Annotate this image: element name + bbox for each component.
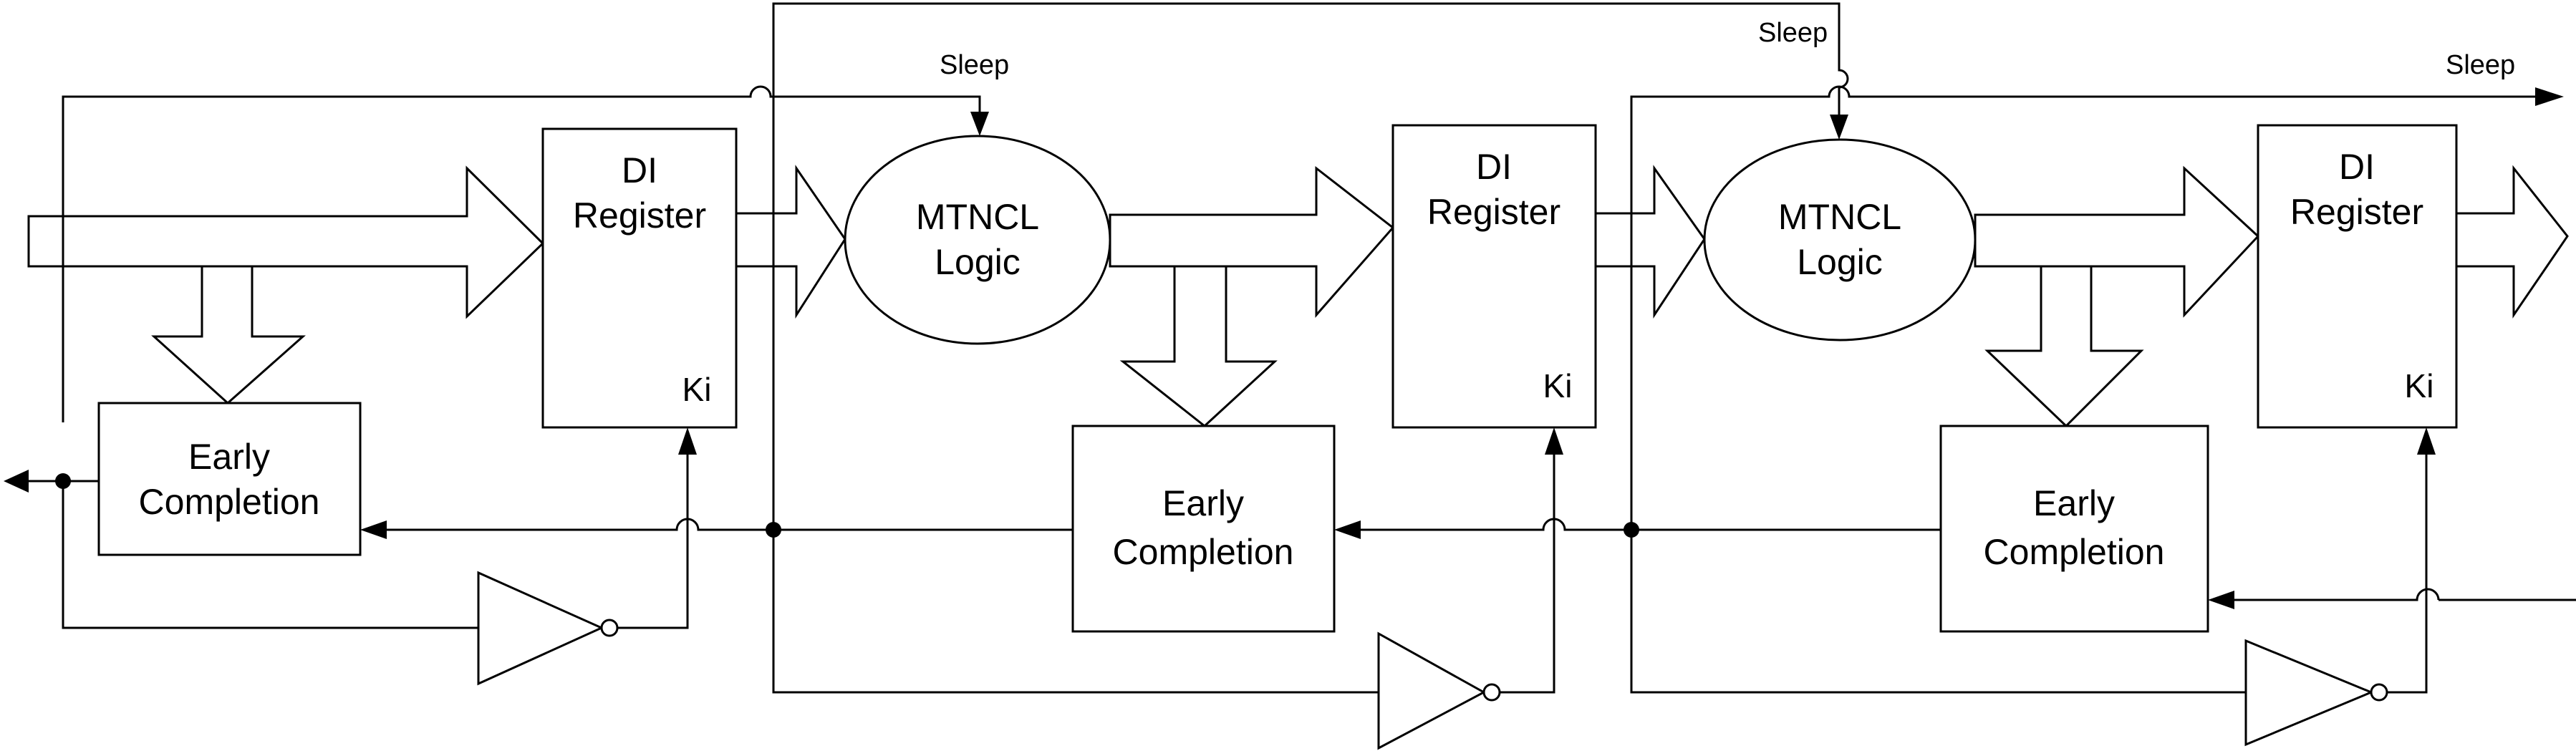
input-bus-arrow <box>27 165 545 319</box>
inverter-3 <box>2244 639 2388 747</box>
logic-label-line1: MTNCL <box>1778 197 1901 237</box>
logic-label-line1: MTNCL <box>916 197 1039 237</box>
bus-tap-completion-3 <box>1984 265 2144 428</box>
logic-label-line2: Logic <box>935 242 1021 282</box>
bus-tap-completion-2 <box>1119 265 1278 427</box>
data-bus-arrows <box>27 165 2569 428</box>
register-label-line2: Register <box>1427 192 1560 232</box>
completion-label-line2: Completion <box>139 482 320 522</box>
register-label-line2: Register <box>573 195 706 236</box>
completion-label-line1: Early <box>1162 483 1244 523</box>
early-completion-2: Early Completion <box>1071 425 1336 633</box>
early-completion-3: Early Completion <box>1939 425 2209 633</box>
inverter-2 <box>1377 631 1501 750</box>
reg2-to-logic2-arrow <box>1594 165 1706 319</box>
register-ki-label: Ki <box>1543 367 1573 404</box>
logic2-to-reg3-arrow <box>1974 165 2260 318</box>
sleep-wires <box>62 2 2564 431</box>
inverter-1 <box>477 571 619 686</box>
register-label-line1: DI <box>622 150 657 190</box>
register-label-line2: Register <box>2290 192 2423 232</box>
junction-dots <box>55 473 1639 538</box>
logic1-to-reg2-arrow <box>1109 165 1395 318</box>
completion-label-line2: Completion <box>1984 532 2165 572</box>
register-ki-label: Ki <box>682 371 712 408</box>
mtncl-logic-2: MTNCL Logic <box>1703 138 1977 341</box>
register-ki-label: Ki <box>2405 367 2434 404</box>
sleep-label-2: Sleep <box>1758 18 1828 48</box>
mtncl-logic-1: MTNCL Logic <box>844 135 1111 345</box>
register-label-line1: DI <box>2339 147 2375 187</box>
completion-label-line1: Early <box>2033 483 2115 523</box>
di-register-2: DI Register Ki <box>1391 124 1597 429</box>
completion-label-line2: Completion <box>1113 532 1294 572</box>
sleep-label-1: Sleep <box>940 50 1009 80</box>
di-register-1: DI Register Ki <box>541 127 738 429</box>
completion-label-line1: Early <box>188 437 270 477</box>
register-label-line1: DI <box>1476 147 1512 187</box>
output-bus-arrow <box>2455 165 2569 319</box>
logic-label-line2: Logic <box>1797 242 1883 282</box>
early-completion-1: Early Completion <box>97 402 362 556</box>
bus-tap-completion-1 <box>151 265 306 405</box>
di-register-3: DI Register Ki <box>2257 124 2458 429</box>
feedback-wires <box>4 427 2576 694</box>
sleep-label-3: Sleep <box>2446 50 2515 80</box>
reg1-to-logic1-arrow <box>735 165 846 319</box>
